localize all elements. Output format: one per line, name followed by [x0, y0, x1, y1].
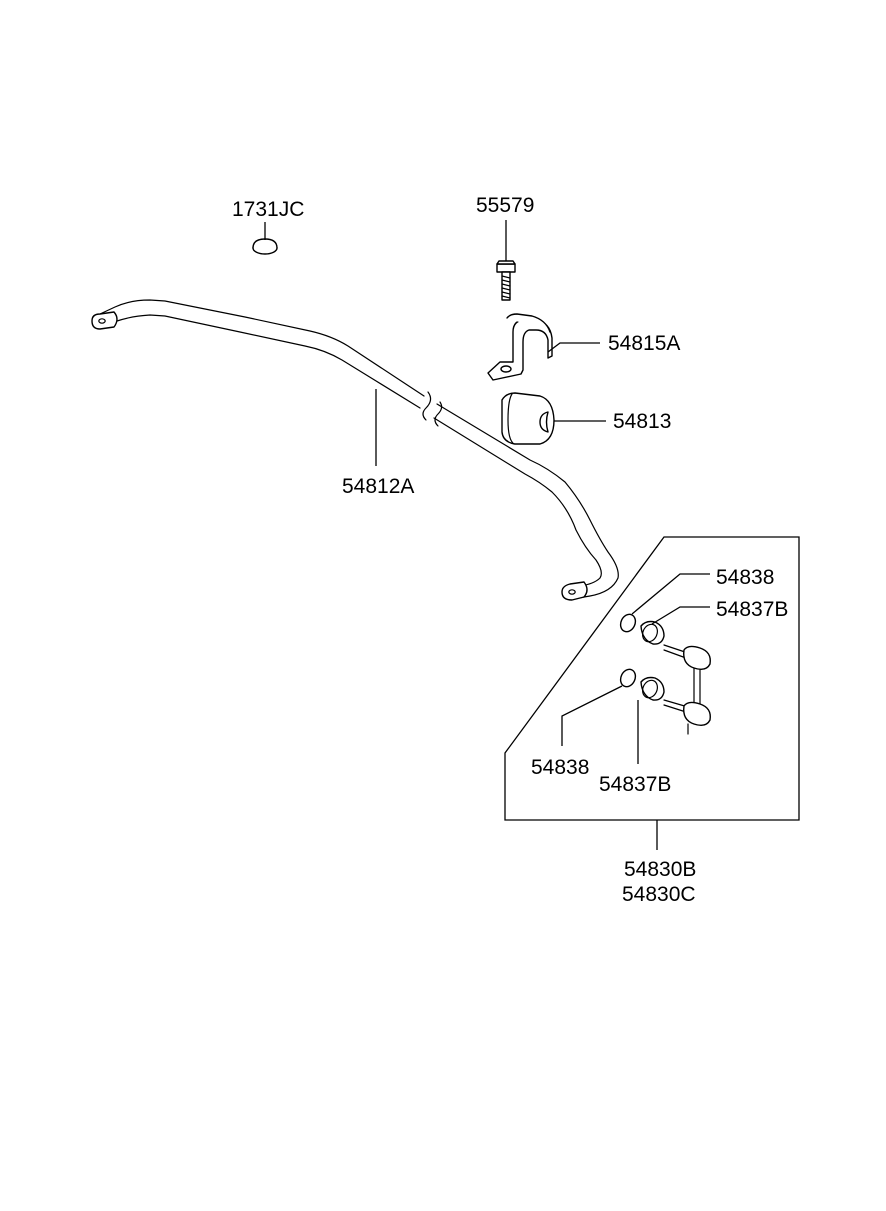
bushing-label: 54813: [613, 410, 671, 433]
lower-ring-part: [619, 668, 637, 688]
lower-bushing-part: [640, 676, 665, 701]
bracket-label: 54815A: [608, 332, 680, 355]
upper-bushing-label: 54837B: [716, 598, 788, 621]
lower-bushing-label: 54837B: [599, 773, 671, 796]
link-assembly-label-1: 54830B: [624, 858, 696, 881]
stabilizer-link-part: [663, 644, 711, 735]
bushing-part: [501, 392, 555, 445]
plug-label: 1731JC: [232, 198, 304, 221]
lower-ring-label: 54838: [531, 756, 589, 779]
upper-ring-leader: [631, 573, 710, 615]
stabilizer-bar-part: [91, 299, 619, 601]
bracket-part: [487, 313, 553, 381]
upper-bushing-part: [640, 620, 665, 645]
upper-ring-label: 54838: [716, 566, 774, 589]
lower-ring-leader: [561, 685, 623, 746]
link-assembly-box: [504, 536, 800, 821]
plug-part: [252, 238, 278, 255]
bolt-label: 55579: [476, 194, 534, 217]
bolt-part: [496, 260, 516, 301]
upper-ring-part: [619, 613, 637, 633]
link-assembly-label-2: 54830C: [622, 883, 696, 906]
stabilizer-bar-label: 54812A: [342, 475, 414, 498]
upper-bushing-leader: [651, 606, 710, 625]
bracket-leader: [547, 342, 600, 353]
